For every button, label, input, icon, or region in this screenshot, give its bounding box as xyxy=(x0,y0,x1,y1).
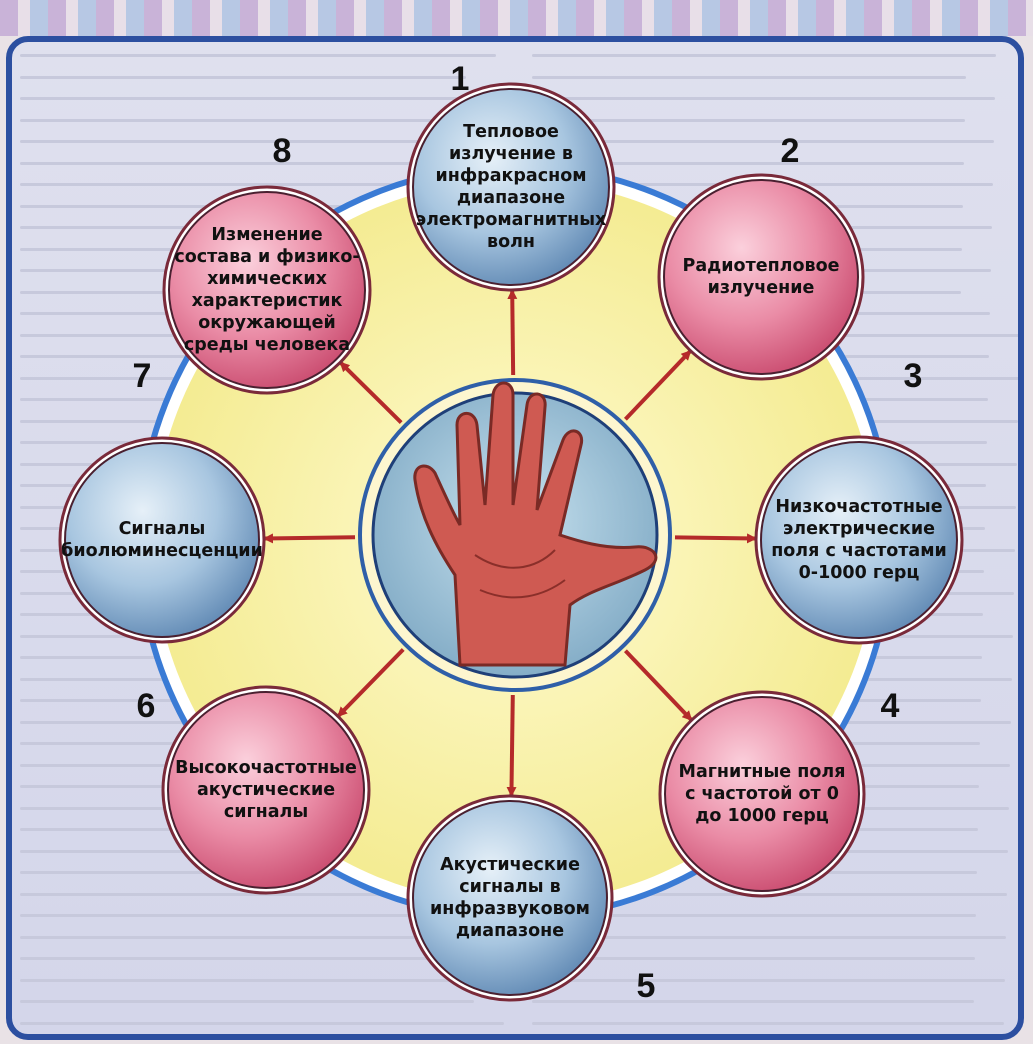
background-text-line xyxy=(532,935,1006,939)
arrow-to-node-1 xyxy=(507,288,518,376)
arrow-to-node-6 xyxy=(337,648,405,718)
background-text-line xyxy=(532,978,1005,982)
node-3 xyxy=(754,435,964,645)
node-label-3: Низкочастотные электрические поля с част… xyxy=(771,497,947,583)
node-number-6: 6 xyxy=(136,687,156,725)
background-text-line xyxy=(532,140,994,143)
arrow-to-node-3 xyxy=(674,533,758,544)
background-text-line xyxy=(20,161,464,165)
arrows-group xyxy=(262,288,758,798)
background-text-line xyxy=(20,978,505,982)
node-number-4: 4 xyxy=(880,687,900,725)
background-text-line xyxy=(20,914,476,917)
node-label-4: Магнитные поля с частотой от 0 до 1000 г… xyxy=(678,762,846,826)
node-number-5: 5 xyxy=(636,967,656,1005)
node-circle xyxy=(168,191,366,389)
node-label-2: Радиотепловое излучение xyxy=(682,256,840,298)
background-text-line xyxy=(20,54,496,57)
node-1 xyxy=(406,82,616,292)
center-medallion xyxy=(358,378,672,692)
node-number-2: 2 xyxy=(780,132,800,170)
node-label-7: Сигналы биолюминесценции xyxy=(61,519,263,561)
top-decorative-strip xyxy=(0,0,1033,36)
background-text-line xyxy=(532,1000,974,1003)
node-number-1: 1 xyxy=(450,60,470,98)
node-label-5: Акустические сигналы в инфразвуковом диа… xyxy=(429,855,590,941)
node-circle xyxy=(663,179,859,375)
background-text-line xyxy=(20,97,495,100)
background-text-line xyxy=(532,1021,1004,1025)
background-text-line xyxy=(532,54,996,57)
arrow-to-node-4 xyxy=(623,649,693,721)
nodes-group xyxy=(58,82,964,1002)
node-8 xyxy=(162,185,372,395)
node-7 xyxy=(58,436,266,644)
background-text-line xyxy=(532,97,995,100)
arrow-to-node-5 xyxy=(506,694,517,798)
node-6 xyxy=(161,685,371,895)
background-text-line xyxy=(20,183,493,186)
background-text-line xyxy=(20,75,466,79)
node-number-8: 8 xyxy=(272,132,292,170)
hand-icon xyxy=(413,381,658,667)
node-5 xyxy=(406,794,614,1002)
background-text-line xyxy=(20,118,465,122)
background-text-line xyxy=(532,118,965,122)
background-text-line xyxy=(20,935,506,939)
node-circle xyxy=(412,88,610,286)
background-text-line xyxy=(20,1021,504,1025)
node-circle xyxy=(64,442,260,638)
arrow-to-node-7 xyxy=(262,533,356,544)
node-circle xyxy=(664,696,860,892)
arrow-to-node-2 xyxy=(623,350,692,421)
node-circle xyxy=(167,691,365,889)
node-2 xyxy=(657,173,865,381)
node-number-3: 3 xyxy=(903,357,923,395)
arrow-to-node-8 xyxy=(339,361,403,424)
node-circle xyxy=(412,800,608,996)
background-text-line xyxy=(20,1000,474,1003)
background-text-line xyxy=(532,75,966,79)
background-text-line xyxy=(20,140,494,143)
node-4 xyxy=(658,690,866,898)
background-text-line xyxy=(20,957,475,960)
background-text-line xyxy=(532,957,975,960)
node-number-7: 7 xyxy=(132,357,152,395)
node-label-8: Изменение состава и физико-химических ха… xyxy=(174,225,360,355)
node-label-6: Высокочастотные акустические сигналы xyxy=(175,758,357,822)
node-circle xyxy=(760,441,958,639)
background-text-line xyxy=(532,914,976,917)
node-label-1: Тепловое излучение в инфракрасном диапаз… xyxy=(415,122,607,252)
background-text-line xyxy=(532,161,964,165)
